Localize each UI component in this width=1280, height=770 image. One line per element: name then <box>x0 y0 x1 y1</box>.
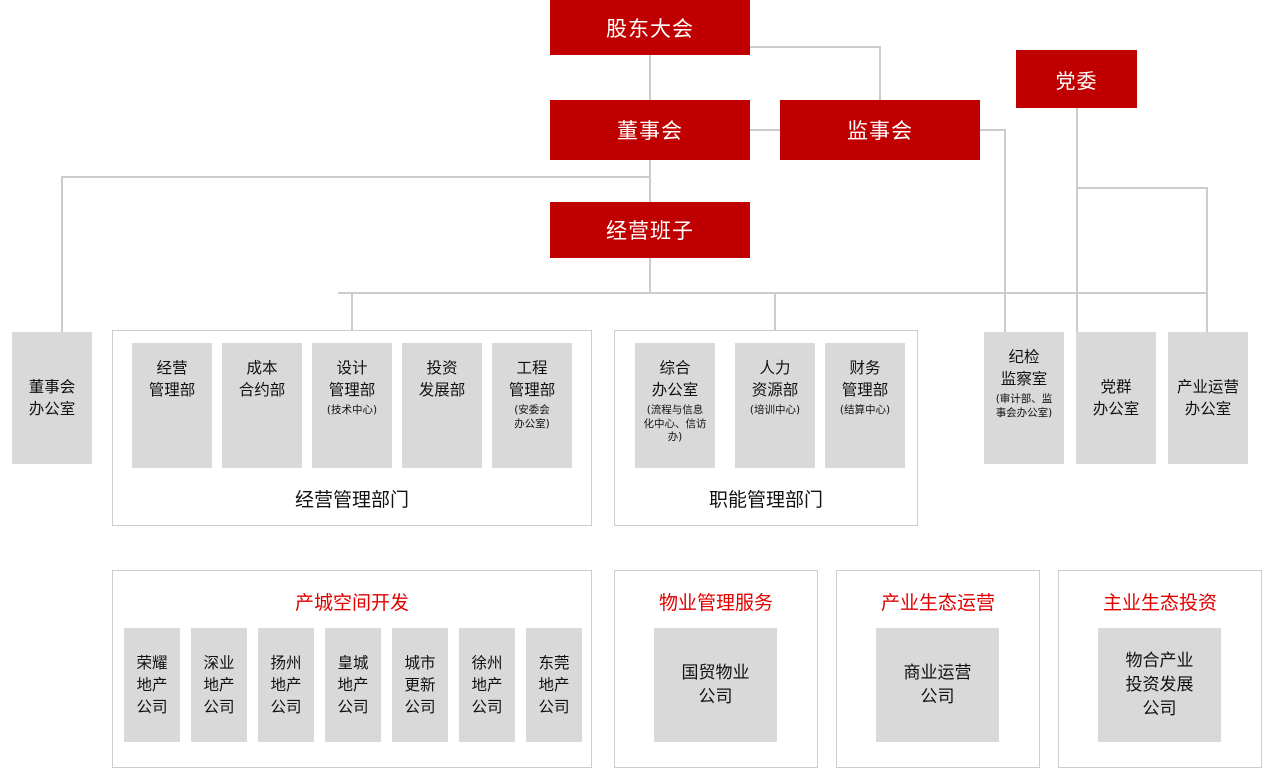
node-shareholders-meeting[interactable]: 股东大会 <box>550 0 750 55</box>
unit-rongyao-real-estate[interactable]: 荣耀 地产 公司 <box>124 628 180 742</box>
unit-board-office[interactable]: 董事会 办公室 <box>12 332 92 464</box>
unit-shenye-real-estate[interactable]: 深业 地产 公司 <box>191 628 247 742</box>
unit-label: 东莞 地产 公司 <box>538 654 570 716</box>
unit-label: 财务 管理部 <box>841 359 889 399</box>
unit-label: 党群 办公室 <box>1092 378 1140 418</box>
unit-yangzhou-real-estate[interactable]: 扬州 地产 公司 <box>258 628 314 742</box>
unit-sublabel: (流程与信息 化中心、信访办) <box>643 404 707 444</box>
group-caption-industry-ecology-operation: 产业生态运营 <box>880 592 995 614</box>
group-frame-functional-management <box>614 330 918 526</box>
node-label: 经营班子 <box>606 219 694 243</box>
group-caption-urban-development: 产城空间开发 <box>294 592 409 614</box>
unit-sublabel: (培训中心) <box>749 404 801 416</box>
unit-label: 城市 更新 公司 <box>404 654 436 716</box>
unit-investment-development-dept[interactable]: 投资 发展部 <box>402 343 482 468</box>
unit-sublabel: (结算中心) <box>839 404 891 416</box>
unit-wuhe-industry-investment[interactable]: 物合产业 投资发展 公司 <box>1098 628 1221 742</box>
group-caption-property-management: 物业管理服务 <box>658 592 773 614</box>
group-frame-core-ecology-investment <box>1058 570 1262 768</box>
unit-label: 产业运营 办公室 <box>1176 378 1239 418</box>
unit-huangcheng-real-estate[interactable]: 皇城 地产 公司 <box>325 628 381 742</box>
unit-human-resources-dept[interactable]: 人力 资源部 (培训中心) <box>735 343 815 468</box>
line-supervisors-to-discipline <box>980 129 1006 332</box>
unit-label: 皇城 地产 公司 <box>337 654 369 716</box>
unit-engineering-management-dept[interactable]: 工程 管理部 (安委会 办公室) <box>492 343 572 468</box>
unit-label: 深业 地产 公司 <box>203 654 235 716</box>
unit-label: 经营 管理部 <box>148 359 196 399</box>
unit-dongguan-real-estate[interactable]: 东莞 地产 公司 <box>526 628 582 742</box>
unit-urban-renewal[interactable]: 城市 更新 公司 <box>392 628 448 742</box>
unit-label: 国贸物业 公司 <box>681 662 750 707</box>
group-frame-urban-development <box>112 570 592 768</box>
unit-guomao-property[interactable]: 国贸物业 公司 <box>654 628 777 742</box>
unit-finance-management-dept[interactable]: 财务 管理部 (结算中心) <box>825 343 905 468</box>
node-management-team[interactable]: 经营班子 <box>550 202 750 258</box>
unit-cost-contract-dept[interactable]: 成本 合约部 <box>222 343 302 468</box>
unit-label: 物合产业 投资发展 公司 <box>1125 650 1194 720</box>
node-label: 股东大会 <box>606 16 694 41</box>
node-board-of-supervisors[interactable]: 监事会 <box>780 100 980 160</box>
unit-label: 综合 办公室 <box>651 359 699 399</box>
group-frame-property-management <box>614 570 818 768</box>
unit-label: 投资 发展部 <box>418 359 466 399</box>
node-label: 党委 <box>1055 68 1098 93</box>
unit-commercial-operation[interactable]: 商业运营 公司 <box>876 628 999 742</box>
unit-label: 成本 合约部 <box>238 359 286 399</box>
unit-sublabel: (安委会 办公室) <box>514 404 550 430</box>
group-caption-operations-management: 经营管理部门 <box>294 489 409 511</box>
unit-design-management-dept[interactable]: 设计 管理部 (技术中心) <box>312 343 392 468</box>
unit-label: 纪检 监察室 <box>1000 348 1048 388</box>
unit-industry-operation-office[interactable]: 产业运营 办公室 <box>1168 332 1248 464</box>
unit-xuzhou-real-estate[interactable]: 徐州 地产 公司 <box>459 628 515 742</box>
unit-label: 荣耀 地产 公司 <box>136 654 168 716</box>
unit-sublabel: (技术中心) <box>326 404 378 416</box>
unit-label: 设计 管理部 <box>328 359 376 399</box>
line-party-to-industry-office <box>1077 187 1208 332</box>
unit-operations-management-dept[interactable]: 经营 管理部 <box>132 343 212 468</box>
unit-general-office[interactable]: 综合 办公室 (流程与信息 化中心、信访办) <box>635 343 715 468</box>
unit-discipline-inspection[interactable]: 纪检 监察室 (审计部、监 事会办公室) <box>984 332 1064 464</box>
group-caption-functional-management: 职能管理部门 <box>708 489 823 511</box>
unit-sublabel: (审计部、监 事会办公室) <box>995 393 1053 419</box>
unit-label: 董事会 办公室 <box>28 378 76 418</box>
node-party-committee[interactable]: 党委 <box>1016 50 1137 108</box>
node-board-of-directors[interactable]: 董事会 <box>550 100 750 160</box>
group-frame-industry-ecology-operation <box>836 570 1040 768</box>
unit-label: 徐州 地产 公司 <box>471 654 503 716</box>
node-label: 监事会 <box>847 119 913 143</box>
unit-label: 扬州 地产 公司 <box>270 654 302 716</box>
line-shareholders-to-supervisors <box>750 46 881 100</box>
unit-label: 商业运营 公司 <box>903 662 972 707</box>
unit-party-mass-office[interactable]: 党群 办公室 <box>1076 332 1156 464</box>
group-caption-core-ecology-investment: 主业生态投资 <box>1102 592 1217 614</box>
unit-label: 人力 资源部 <box>751 359 799 399</box>
node-label: 董事会 <box>617 119 683 143</box>
unit-label: 工程 管理部 <box>508 359 556 399</box>
